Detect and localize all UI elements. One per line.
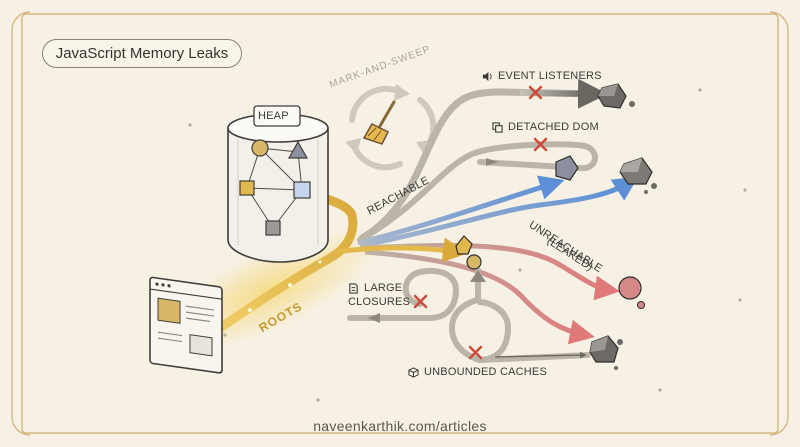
unbounded-caches-text: UNBOUNDED CACHES bbox=[424, 366, 547, 378]
decorative-frame bbox=[11, 11, 789, 436]
detached-dom-text: DETACHED DOM bbox=[508, 121, 599, 133]
cube-icon bbox=[408, 366, 419, 378]
large-closures-text-1: LARGE bbox=[364, 282, 403, 294]
closure-objects bbox=[455, 235, 482, 270]
detached-dom-object bbox=[555, 155, 579, 181]
garbage-rock-top bbox=[597, 83, 635, 109]
blocked-mark-unbounded-caches bbox=[468, 345, 483, 360]
page-title: JavaScript Memory Leaks bbox=[42, 39, 242, 68]
heap-label: HEAP bbox=[258, 110, 289, 122]
unbounded-caches-path bbox=[448, 267, 591, 364]
detached-dom-label: DETACHED DOM bbox=[492, 121, 599, 133]
detached-dom-path bbox=[357, 141, 598, 243]
event-listeners-label: EVENT LISTENERS bbox=[482, 70, 602, 82]
event-listeners-text: EVENT LISTENERS bbox=[498, 70, 602, 82]
large-closures-path bbox=[347, 268, 460, 321]
blocked-mark-event-listeners bbox=[528, 85, 543, 100]
document-icon bbox=[349, 282, 358, 294]
garbage-rock-bottom bbox=[589, 335, 623, 370]
blocked-mark-detached-dom bbox=[533, 137, 548, 152]
unbounded-caches-label: UNBOUNDED CACHES bbox=[408, 366, 547, 378]
blocked-mark-large-closures bbox=[413, 294, 428, 309]
reachable-path-lower bbox=[359, 176, 639, 249]
large-closures-label: LARGE bbox=[348, 282, 402, 294]
speaker-icon bbox=[482, 71, 492, 81]
reachable-path-upper bbox=[357, 175, 565, 246]
copy-icon bbox=[492, 121, 503, 133]
broom-icon bbox=[362, 100, 396, 145]
footer-url[interactable]: naveenkarthik.com/articles bbox=[313, 418, 487, 434]
leaked-sphere bbox=[618, 276, 645, 309]
large-closures-text-2: CLOSURES bbox=[348, 296, 411, 308]
event-listeners-path bbox=[358, 88, 604, 242]
garbage-rock-reachable bbox=[619, 157, 657, 194]
browser-window-icon bbox=[149, 276, 223, 374]
unreachable-path-2 bbox=[364, 249, 595, 345]
heap-container bbox=[227, 105, 329, 263]
mark-and-sweep-cycle bbox=[349, 85, 437, 171]
